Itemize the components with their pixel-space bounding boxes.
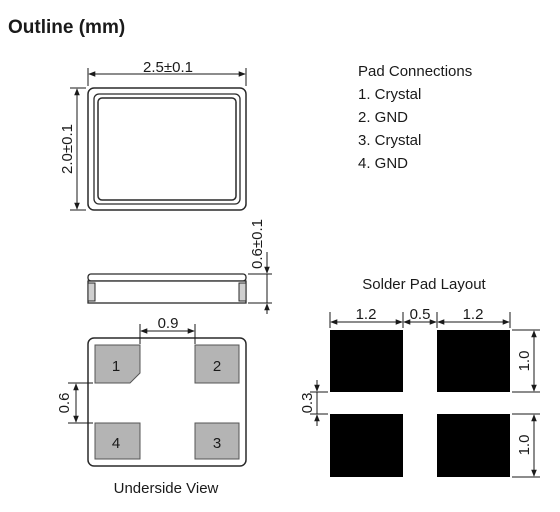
underside-pad-2 [194, 344, 240, 384]
underside-pad-4 [94, 422, 141, 460]
underside-pad-1-label: 1 [112, 358, 120, 375]
side-body [87, 280, 247, 304]
pad-connection-item: 2. GND [358, 109, 408, 126]
package-lid [97, 97, 237, 201]
underside-pad-3-label: 3 [213, 435, 221, 452]
pad-width-label: 1.2 [356, 306, 377, 323]
gap-height-label: 0.3 [299, 393, 316, 414]
solder-pad-heading: Solder Pad Layout [362, 276, 486, 293]
underside-pad-2-label: 2 [213, 358, 221, 375]
pad-spacing-label: 0.9 [158, 315, 179, 332]
solder-pad-layout: Solder Pad Layout 1.2 0.5 1.2 1.0 1.0 0.… [299, 276, 540, 478]
pad-gap-label: 0.6 [56, 393, 73, 414]
solder-pad-bottom-left [330, 414, 403, 477]
page-title: Outline (mm) [8, 17, 125, 38]
pad-connection-item: 1. Crystal [358, 86, 421, 103]
top-view: 2.5±0.1 2.0±0.1 [59, 59, 247, 211]
width-dimension-label: 2.5±0.1 [143, 59, 193, 76]
underside-caption: Underside View [114, 480, 219, 497]
solder-pad-top-right [437, 330, 510, 392]
pad-connections: Pad Connections 1. Crystal 2. GND 3. Cry… [358, 63, 472, 172]
height-dimension-label: 2.0±0.1 [59, 124, 76, 174]
solder-pad-bottom-right [437, 414, 510, 477]
pad-connection-item: 4. GND [358, 155, 408, 172]
pad-width-right-label: 1.2 [463, 306, 484, 323]
pad-height-top-label: 1.0 [516, 351, 533, 372]
gap-width-label: 0.5 [410, 306, 431, 323]
side-view: 0.6±0.1 [87, 219, 272, 314]
pad-height-bottom-label: 1.0 [516, 435, 533, 456]
side-terminal-right [238, 282, 247, 302]
underside-view: 1 2 4 3 0.9 0.6 Underside View [56, 315, 247, 497]
solder-pad-top-left [330, 330, 403, 392]
pad-connection-item: 3. Crystal [358, 132, 421, 149]
side-terminal-left [87, 282, 96, 302]
pad-connections-heading: Pad Connections [358, 63, 472, 80]
side-lid [87, 273, 247, 282]
underside-pad-4-label: 4 [112, 435, 120, 452]
underside-pad-3 [194, 422, 240, 460]
underside-pad-1 [94, 344, 141, 384]
thickness-dimension-label: 0.6±0.1 [249, 219, 266, 269]
